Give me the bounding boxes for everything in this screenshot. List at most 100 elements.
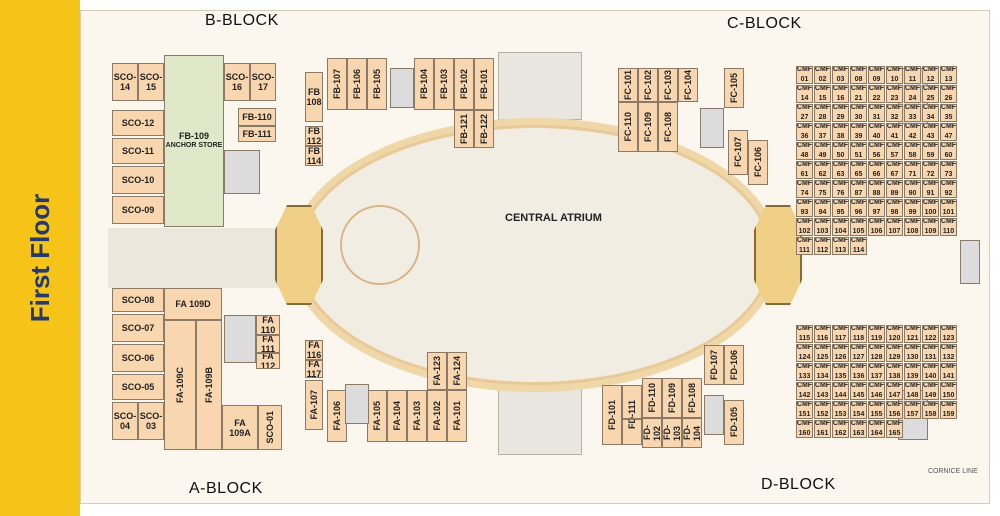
unit-cmf-51[interactable]: CMF 51: [850, 142, 867, 160]
unit-cmf-104[interactable]: CMF 104: [832, 218, 849, 236]
unit-fc-106[interactable]: FC-106: [748, 140, 768, 185]
unit-fc-101[interactable]: FC-101: [618, 68, 638, 102]
unit-fd-109[interactable]: FD-109: [662, 378, 682, 418]
unit-fd-110[interactable]: FD-110: [642, 378, 662, 418]
unit-cmf-27[interactable]: CMF 27: [796, 104, 813, 122]
unit-cmf-31[interactable]: CMF 31: [868, 104, 885, 122]
unit-fd-104[interactable]: FD-104: [682, 418, 702, 448]
unit-cmf-57[interactable]: CMF 57: [886, 142, 903, 160]
unit-cmf-75[interactable]: CMF 75: [814, 180, 831, 198]
unit-cmf-98[interactable]: CMF 98: [886, 199, 903, 217]
unit-cmf-48[interactable]: CMF 48: [796, 142, 813, 160]
unit-sco-01[interactable]: SCO-01: [258, 405, 282, 450]
unit-cmf-60[interactable]: CMF 60: [940, 142, 957, 160]
unit-cmf-107[interactable]: CMF 107: [886, 218, 903, 236]
unit-fc-104[interactable]: FC-104: [678, 68, 698, 102]
unit-fb-110[interactable]: FB-110: [238, 108, 276, 126]
unit-fa-109c[interactable]: FA-109C: [164, 320, 196, 450]
unit-cmf-113[interactable]: CMF 113: [832, 237, 849, 255]
unit-cmf-94[interactable]: CMF 94: [814, 199, 831, 217]
unit-cmf-58[interactable]: CMF 58: [904, 142, 921, 160]
unit-cmf-164[interactable]: CMF 164: [868, 420, 885, 438]
unit-cmf-133[interactable]: CMF 133: [796, 363, 813, 381]
unit-cmf-87[interactable]: CMF 87: [850, 180, 867, 198]
unit-cmf-03[interactable]: CMF 03: [832, 66, 849, 84]
unit-cmf-100[interactable]: CMF 100: [922, 199, 939, 217]
unit-cmf-165[interactable]: CMF 165: [886, 420, 903, 438]
unit-cmf-161[interactable]: CMF 161: [814, 420, 831, 438]
unit-cmf-110[interactable]: CMF 110: [940, 218, 957, 236]
unit-cmf-99[interactable]: CMF 99: [904, 199, 921, 217]
unit-cmf-72[interactable]: CMF 72: [922, 161, 939, 179]
unit-cmf-43[interactable]: CMF 43: [922, 123, 939, 141]
unit-cmf-10[interactable]: CMF 10: [886, 66, 903, 84]
unit-fb-101[interactable]: FB-101: [474, 58, 494, 110]
unit-fc-107[interactable]: FC-107: [728, 130, 748, 175]
unit-cmf-39[interactable]: CMF 39: [850, 123, 867, 141]
unit-fd-108[interactable]: FD-108: [682, 378, 702, 418]
unit-cmf-117[interactable]: CMF 117: [832, 325, 849, 343]
unit-cmf-145[interactable]: CMF 145: [850, 382, 867, 400]
unit-cmf-47[interactable]: CMF 47: [940, 123, 957, 141]
unit-fa-105[interactable]: FA-105: [367, 390, 387, 442]
unit-fa-111[interactable]: FA 111: [256, 335, 280, 353]
unit-fc-109[interactable]: FC-109: [638, 102, 658, 152]
unit-cmf-89[interactable]: CMF 89: [886, 180, 903, 198]
unit-fa-110[interactable]: FA 110: [256, 315, 280, 335]
unit-cmf-158[interactable]: CMF 158: [922, 401, 939, 419]
unit-cmf-115[interactable]: CMF 115: [796, 325, 813, 343]
unit-cmf-130[interactable]: CMF 130: [904, 344, 921, 362]
unit-cmf-97[interactable]: CMF 97: [868, 199, 885, 217]
unit-cmf-156[interactable]: CMF 156: [886, 401, 903, 419]
unit-cmf-96[interactable]: CMF 96: [850, 199, 867, 217]
unit-cmf-42[interactable]: CMF 42: [904, 123, 921, 141]
unit-fa-109d[interactable]: FA 109D: [164, 288, 222, 320]
unit-cmf-116[interactable]: CMF 116: [814, 325, 831, 343]
unit-cmf-105[interactable]: CMF 105: [850, 218, 867, 236]
unit-cmf-59[interactable]: CMF 59: [922, 142, 939, 160]
unit-cmf-155[interactable]: CMF 155: [868, 401, 885, 419]
unit-cmf-114[interactable]: CMF 114: [850, 237, 867, 255]
unit-sco-15[interactable]: SCO-15: [138, 63, 164, 101]
unit-fa-116[interactable]: FA 116: [305, 340, 323, 360]
unit-cmf-15[interactable]: CMF 15: [814, 85, 831, 103]
unit-cmf-147[interactable]: CMF 147: [886, 382, 903, 400]
unit-sco-07[interactable]: SCO-07: [112, 314, 164, 342]
unit-cmf-73[interactable]: CMF 73: [940, 161, 957, 179]
unit-cmf-128[interactable]: CMF 128: [868, 344, 885, 362]
unit-cmf-50[interactable]: CMF 50: [832, 142, 849, 160]
unit-sco-08[interactable]: SCO-08: [112, 288, 164, 312]
unit-cmf-24[interactable]: CMF 24: [904, 85, 921, 103]
unit-cmf-140[interactable]: CMF 140: [922, 363, 939, 381]
unit-cmf-149[interactable]: CMF 149: [922, 382, 939, 400]
unit-cmf-125[interactable]: CMF 125: [814, 344, 831, 362]
unit-sco-04[interactable]: SCO-04: [112, 402, 138, 440]
unit-cmf-29[interactable]: CMF 29: [832, 104, 849, 122]
unit-cmf-162[interactable]: CMF 162: [832, 420, 849, 438]
unit-cmf-131[interactable]: CMF 131: [922, 344, 939, 362]
unit-cmf-28[interactable]: CMF 28: [814, 104, 831, 122]
unit-cmf-126[interactable]: CMF 126: [832, 344, 849, 362]
unit-fb-103[interactable]: FB-103: [434, 58, 454, 110]
unit-cmf-67[interactable]: CMF 67: [886, 161, 903, 179]
unit-cmf-36[interactable]: CMF 36: [796, 123, 813, 141]
unit-cmf-12[interactable]: CMF 12: [922, 66, 939, 84]
unit-fa-112[interactable]: FA 112: [256, 353, 280, 369]
unit-sco-14[interactable]: SCO-14: [112, 63, 138, 101]
unit-cmf-40[interactable]: CMF 40: [868, 123, 885, 141]
unit-fa-109b[interactable]: FA-109B: [196, 320, 222, 450]
unit-fd-106[interactable]: FD-106: [724, 345, 744, 385]
unit-sco-09[interactable]: SCO-09: [112, 196, 164, 224]
unit-cmf-93[interactable]: CMF 93: [796, 199, 813, 217]
unit-cmf-163[interactable]: CMF 163: [850, 420, 867, 438]
unit-fc-108[interactable]: FC-108: [658, 102, 678, 152]
unit-cmf-146[interactable]: CMF 146: [868, 382, 885, 400]
unit-cmf-132[interactable]: CMF 132: [940, 344, 957, 362]
unit-cmf-21[interactable]: CMF 21: [850, 85, 867, 103]
unit-fa-102[interactable]: FA-102: [427, 390, 447, 442]
unit-cmf-34[interactable]: CMF 34: [922, 104, 939, 122]
unit-fa-103[interactable]: FA-103: [407, 390, 427, 442]
unit-cmf-62[interactable]: CMF 62: [814, 161, 831, 179]
unit-cmf-136[interactable]: CMF 136: [850, 363, 867, 381]
unit-cmf-66[interactable]: CMF 66: [868, 161, 885, 179]
